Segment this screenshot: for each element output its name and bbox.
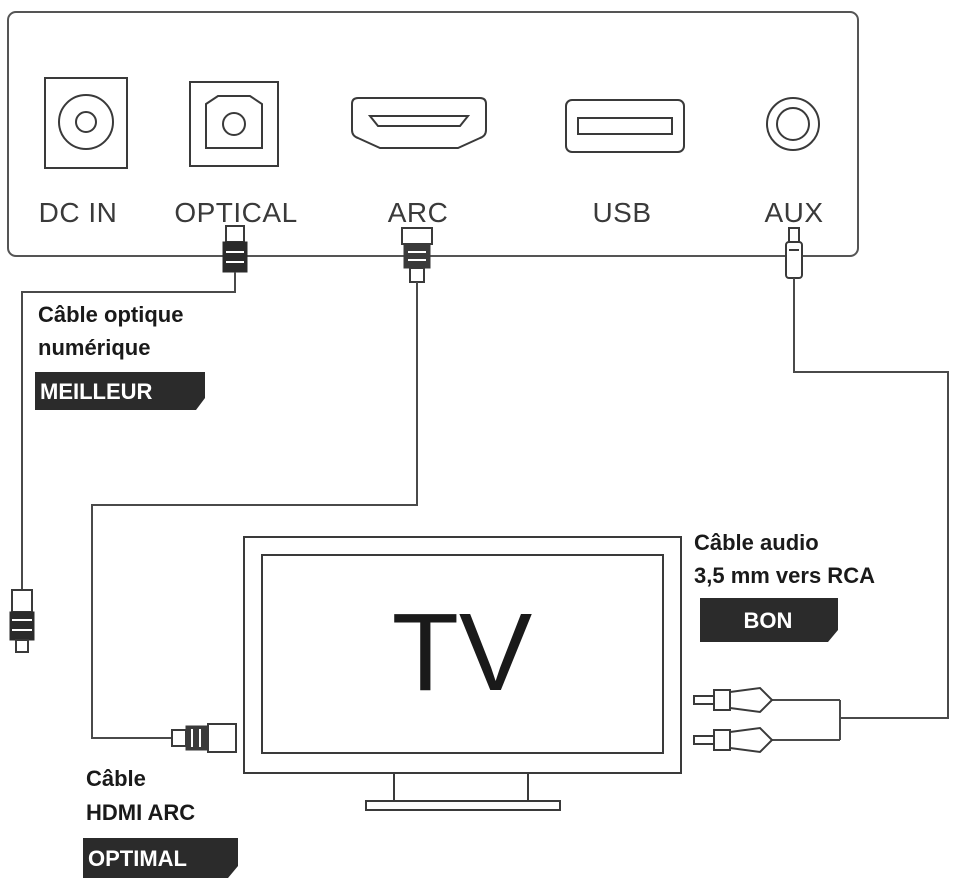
tv-label: TV — [392, 591, 533, 714]
tv-icon — [243, 536, 682, 811]
aux-badge — [700, 598, 838, 642]
dc-in-port-icon — [44, 77, 128, 169]
optical-port-icon — [189, 81, 279, 167]
aux-port-icon — [766, 97, 820, 151]
port-label-aux: AUX — [764, 197, 823, 228]
port-label-usb: USB — [592, 197, 651, 228]
hdmi-cable — [91, 227, 433, 753]
optical-badge-text: MEILLEUR — [40, 379, 153, 404]
usb-port-icon — [565, 99, 685, 153]
optical-cable-caption-line2: numérique — [38, 335, 150, 360]
port-label-optical: OPTICAL — [174, 197, 297, 228]
hdmi-port-icon — [351, 97, 487, 149]
port-label-arc: ARC — [388, 197, 449, 228]
optical-badge — [35, 372, 205, 410]
aux-badge-text: BON — [744, 608, 793, 633]
aux-cable-caption-line2: 3,5 mm vers RCA — [694, 563, 875, 588]
hdmi-cable-caption-line1: Câble — [86, 766, 146, 791]
port-label-dc-in: DC IN — [39, 197, 118, 228]
hdmi-cable-caption-line2: HDMI ARC — [86, 800, 195, 825]
hdmi-badge — [83, 838, 238, 878]
aux-cable — [693, 227, 949, 754]
aux-cable-caption-line1: Câble audio — [694, 530, 819, 555]
optical-cable — [9, 225, 248, 653]
optical-cable-caption-line1: Câble optique — [38, 302, 183, 327]
hdmi-badge-text: OPTIMAL — [88, 846, 187, 871]
